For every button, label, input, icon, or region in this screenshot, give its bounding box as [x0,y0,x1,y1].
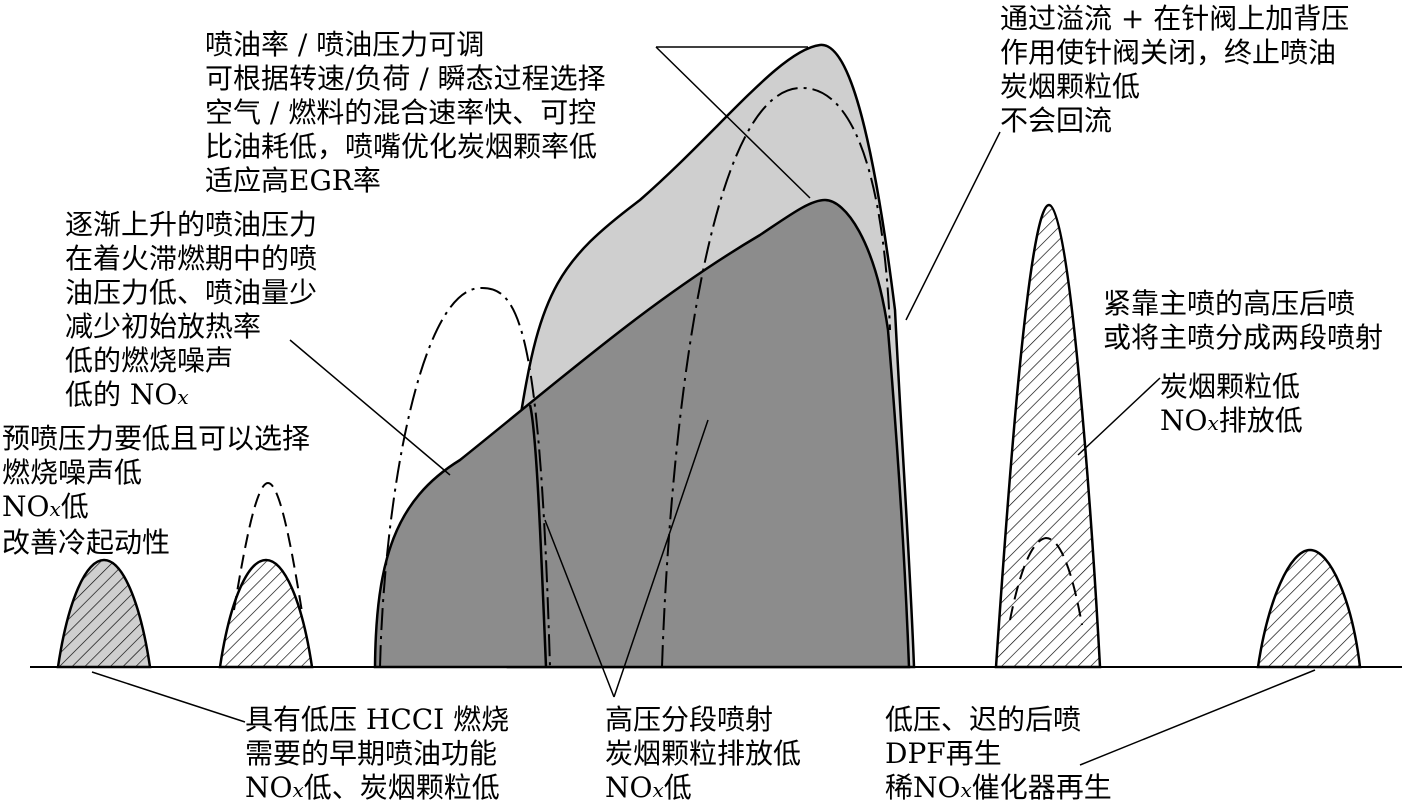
annotation-late-post-injection: 低压、迟的后喷 DPF再生 稀NOx催化器再生 [885,703,1112,804]
close-post-pulse-variant [1009,536,1083,626]
annotation-close-post-injection: 紧靠主喷的高压后喷 或将主喷分成两段喷射 [1103,287,1384,354]
annotation-main-injection: 喷油率 / 喷油压力可调 可根据转速/负荷 / 瞬态过程选择 空气 / 燃料的混… [205,28,606,197]
split-pulse-outline [528,404,548,668]
pilot-pulse [218,558,314,669]
main-injection-core [373,198,911,669]
annotation-post-result: 炭烟颗粒低 NOx排放低 [1160,370,1303,437]
leader-lines [91,46,1316,766]
annotation-pilot-injection: 预喷压力要低且可以选择 燃烧噪声低 NOx低 改善冷起动性 [2,422,311,559]
late-post-pulse [1256,548,1362,669]
annotation-early-hcci: 具有低压 HCCI 燃烧 需要的早期喷油功能 NOx低、炭烟颗粒低 [245,703,510,804]
early-hcci-pulse [56,558,152,669]
split-pulse-2 [661,86,891,668]
annotation-rising-pressure: 逐渐上升的喷油压力 在着火滞燃期中的喷 油压力低、喷油量少 减少初始放热率 低的… [65,208,318,411]
split-pulse-1 [379,286,551,668]
close-post-pulse [994,203,1102,669]
annotation-end-of-injection: 通过溢流 + 在针阀上加背压 作用使针阀关闭，终止喷油 炭烟颗粒低 不会回流 [1000,2,1350,137]
pilot-pulse-variant [233,481,303,613]
annotation-split-injection: 高压分段喷射 炭烟颗粒排放低 NOx低 [605,703,802,804]
